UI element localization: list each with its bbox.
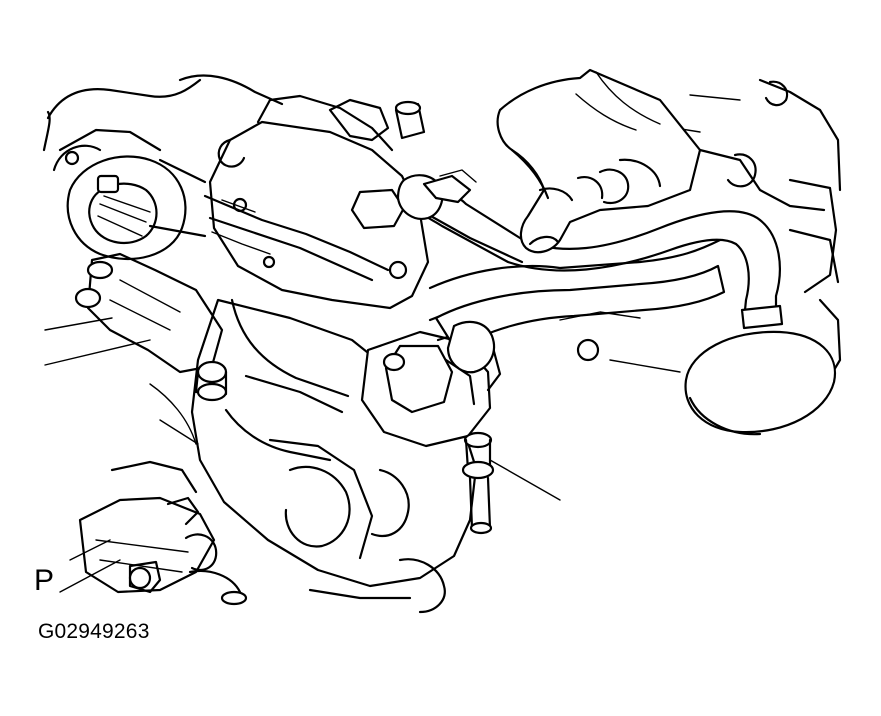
oil-filler-cap: [576, 330, 837, 436]
stud-bolt: [461, 431, 561, 535]
left-bracket: [74, 252, 228, 402]
hand: [496, 68, 702, 254]
lower-left-hardware: [59, 460, 248, 606]
throttle-body-assembly: [203, 94, 430, 310]
lower-hose: [434, 264, 726, 374]
throttle-pulley: [52, 128, 207, 261]
right-engine-edges: [559, 148, 840, 373]
figure-code: G02949263: [38, 620, 150, 643]
view-label: P: [34, 564, 55, 597]
